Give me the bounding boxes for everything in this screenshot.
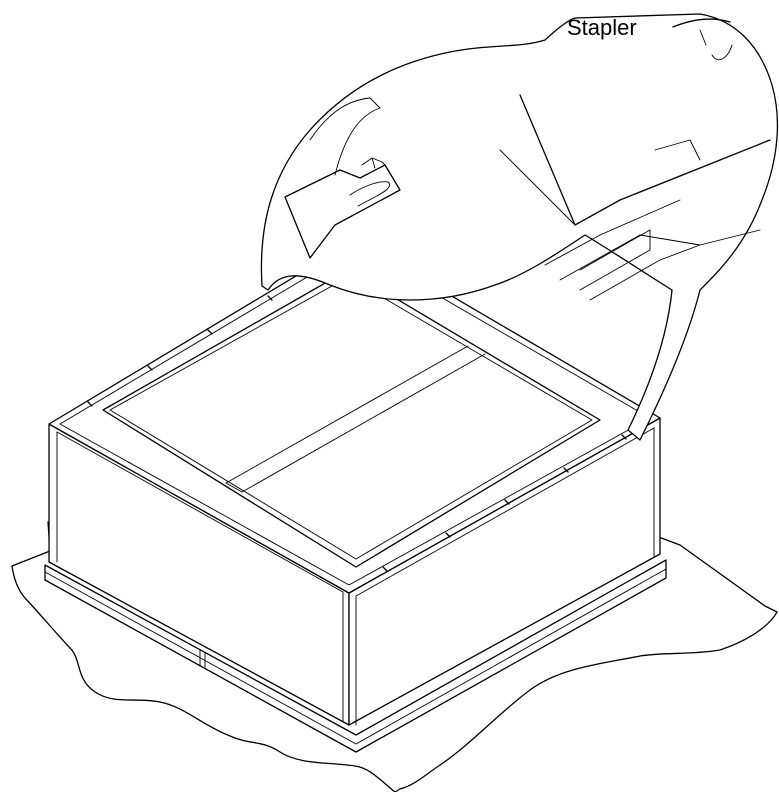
- callout-label: Stapler: [567, 15, 637, 40]
- pallet-base: [44, 559, 667, 753]
- callout-leader: [672, 18, 731, 28]
- floor-sheet: [11, 469, 778, 792]
- stapler-body: [519, 94, 771, 226]
- center-divider: [225, 345, 486, 493]
- callout-bubble: [260, 13, 779, 441]
- staple-clip: [284, 164, 401, 259]
